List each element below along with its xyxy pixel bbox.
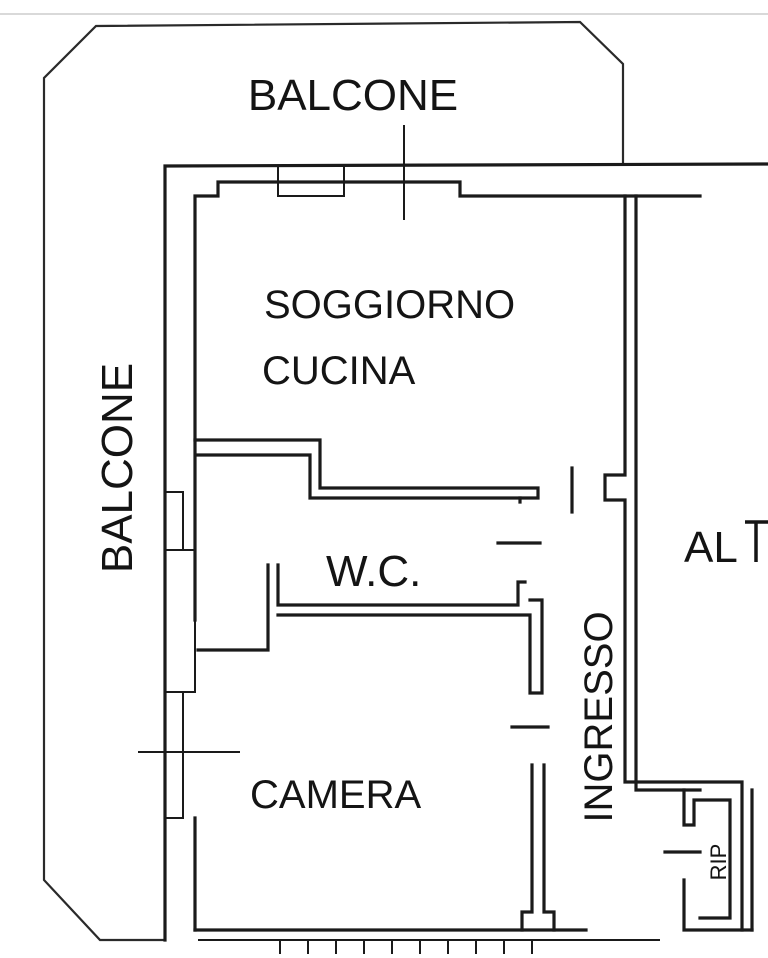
label-balcone-left: BALCONE [93, 363, 142, 573]
camera-right-wall-2 [542, 763, 556, 932]
corridor-right-wall-inner [634, 194, 702, 792]
wc-camera-wall-3 [276, 598, 544, 695]
left-window-2 [164, 549, 196, 693]
camera-right-wall [520, 763, 534, 932]
label-rip: RIP [706, 844, 731, 881]
left-window-3 [164, 691, 184, 819]
balcony-outline [42, 20, 625, 942]
rip-wall [682, 788, 732, 920]
wc-camera-wall-2 [276, 563, 527, 607]
top-wall [163, 162, 768, 942]
soggiorno-wc-wall-inner [196, 453, 522, 500]
label-balcone-top: BALCONE [248, 71, 458, 120]
bottom-hatch [279, 940, 533, 954]
label-wc: W.C. [326, 547, 421, 596]
label-camera: CAMERA [250, 773, 421, 817]
label-soggiorno: SOGGIORNO [264, 283, 515, 327]
left-window-1 [164, 491, 184, 551]
soggiorno-wc-wall [193, 438, 540, 504]
wc-camera-wall [196, 563, 270, 652]
label-cucina: CUCINA [262, 349, 416, 393]
corridor-right-wall [603, 194, 744, 932]
label-alt: AL [684, 523, 738, 572]
rip-wall-lower [682, 878, 754, 932]
label-ingresso: INGRESSO [577, 611, 621, 822]
